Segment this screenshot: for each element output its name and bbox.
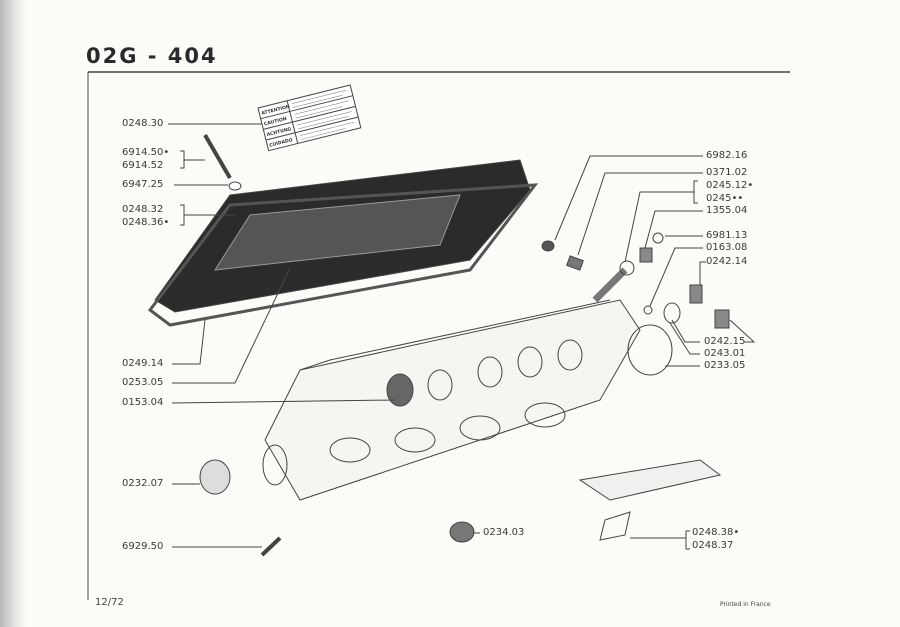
- part-label: 0233.05: [704, 360, 746, 371]
- part-label: 6982.16: [706, 150, 748, 161]
- part-label: 6947.25: [122, 179, 164, 190]
- plug-0234: [449, 521, 475, 543]
- bracket-clip: [599, 511, 631, 541]
- part-label: 0248.32: [122, 204, 164, 215]
- page-number: 12/72: [95, 597, 124, 608]
- sticker-word-achtung: ACHTUNG: [266, 126, 292, 138]
- part-label: 6914.50•: [122, 147, 170, 158]
- leader-lines: [168, 123, 756, 550]
- core-plug: [199, 459, 231, 495]
- shield-plate: [578, 459, 722, 501]
- scan-edge-shadow: [0, 0, 26, 627]
- part-label: 0242.15: [704, 336, 746, 347]
- part-label: 0248.37: [692, 540, 734, 551]
- part-label: 0242.14: [706, 256, 748, 267]
- part-label: 0153.04: [122, 397, 164, 408]
- rocker-cover: [147, 159, 539, 327]
- bolt: [203, 133, 242, 191]
- sticker-fine-print: [291, 89, 355, 140]
- part-label: 0245.12•: [706, 180, 754, 191]
- warning-label-sticker: ATTENTION CAUTION ACHTUNG CUIDADO: [257, 84, 362, 152]
- part-label: 0248.38•: [692, 527, 740, 538]
- sticker-word-cuidado: CUIDADO: [269, 137, 294, 149]
- part-label: 0371.02: [706, 167, 748, 178]
- part-label: 0253.05: [122, 377, 164, 388]
- printed-note: Printed in France: [720, 601, 771, 608]
- part-label: 0248.30: [122, 118, 164, 129]
- part-label: 6929.50: [122, 541, 164, 552]
- part-label: 0232.07: [122, 478, 164, 489]
- part-label: 0249.14: [122, 358, 164, 369]
- part-label: 0163.08: [706, 242, 748, 253]
- part-label: 6914.52: [122, 160, 164, 171]
- part-label: 0243.01: [704, 348, 746, 359]
- part-label: 0248.36•: [122, 217, 170, 228]
- stud: [260, 536, 282, 557]
- part-label: 6981.13: [706, 230, 748, 241]
- cylinder-head: [262, 299, 673, 501]
- page-title: 02G - 404: [86, 44, 218, 68]
- sticker-word-caution: CAUTION: [263, 116, 287, 127]
- part-label: 0245••: [706, 193, 744, 204]
- right-parts: [541, 232, 730, 329]
- part-label: 1355.04: [706, 205, 748, 216]
- part-label: 0234.03: [483, 527, 525, 538]
- frame-lines: [87, 71, 790, 600]
